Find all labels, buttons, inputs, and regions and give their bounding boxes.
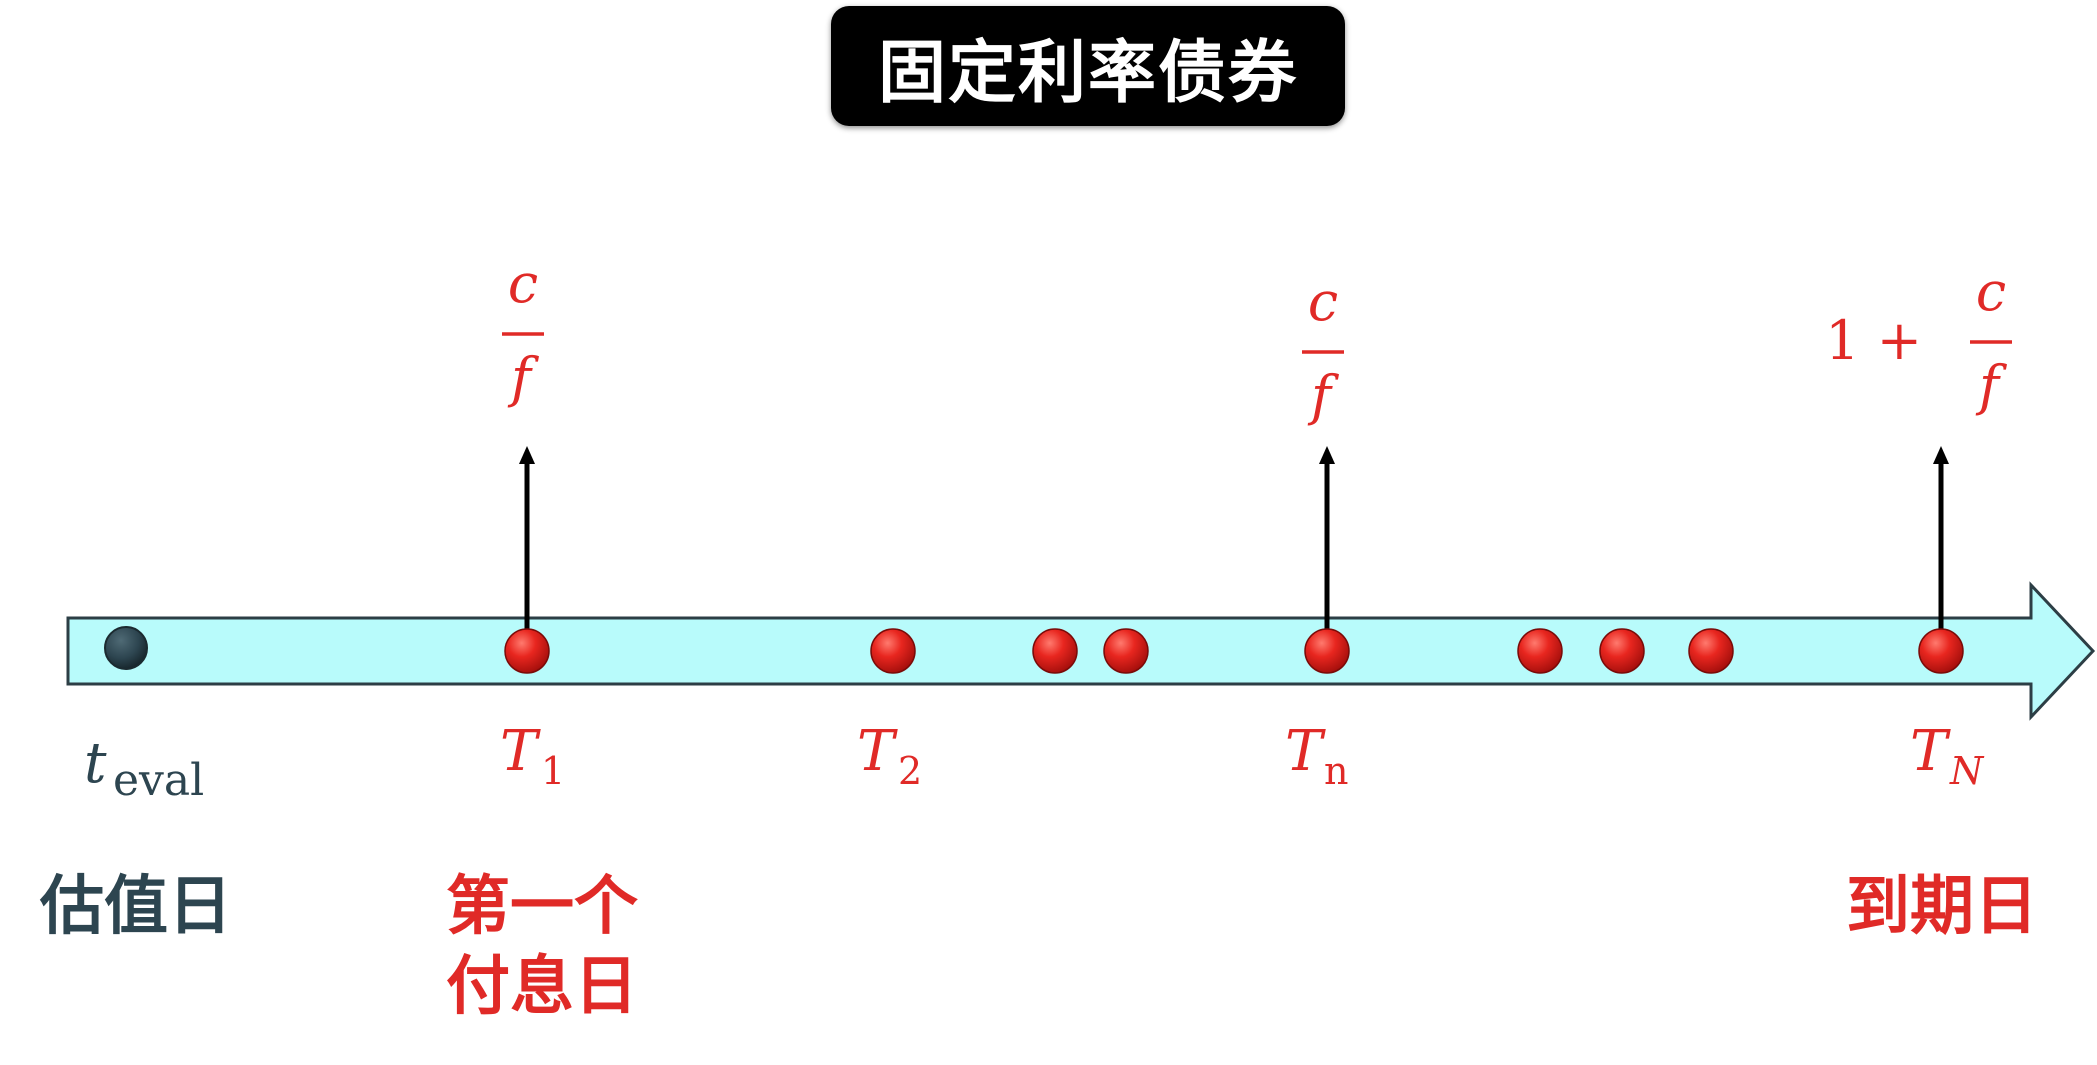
cashflow-arrow <box>519 446 535 650</box>
time-label-tn: T n <box>1285 719 1348 793</box>
principal-prefix: 1 + <box>1825 309 1922 372</box>
eval-time-label: t eval <box>84 731 204 806</box>
payment-point <box>1304 628 1350 674</box>
cashflow-coupon-n: c f <box>1302 270 1344 427</box>
payment-point <box>1688 628 1734 674</box>
payment-point <box>1517 628 1563 674</box>
time-symbol: T <box>1285 719 1326 784</box>
maturity-label: 到期日 <box>1846 870 2038 944</box>
time-label-t2: T 2 <box>857 719 922 793</box>
payment-point <box>1032 628 1078 674</box>
first-payment-line2: 付息日 <box>446 950 638 1024</box>
time-symbol: T <box>857 719 898 784</box>
eval-subscript: eval <box>113 755 204 806</box>
eval-date-point <box>104 626 148 670</box>
time-subscript: N <box>1949 749 1985 793</box>
time-symbol: T <box>500 719 541 784</box>
page-title: 固定利率债券 <box>877 33 1298 113</box>
coupon-denominator: f <box>507 346 539 409</box>
time-symbol: T <box>1910 719 1951 784</box>
time-label-t1: T 1 <box>500 719 565 793</box>
coupon-numerator: c <box>1976 260 2006 323</box>
first-payment-label: 第一个 付息日 <box>446 867 638 1027</box>
coupon-denominator: f <box>1975 354 2007 417</box>
time-label-tN: T N <box>1910 719 1985 793</box>
cashflow-coupon-1: c f <box>502 252 544 409</box>
time-arrow <box>66 581 2096 721</box>
payment-point <box>870 628 916 674</box>
coupon-denominator: f <box>1307 364 1339 427</box>
time-subscript: n <box>1324 749 1348 793</box>
payment-point <box>1599 628 1645 674</box>
time-subscript: 1 <box>541 749 565 793</box>
cashflow-final: 1 + c f <box>1825 260 2012 417</box>
first-payment-line1: 第一个 <box>446 870 638 944</box>
cashflow-arrow <box>1933 446 1949 650</box>
payment-point <box>1918 628 1964 674</box>
eval-symbol: t <box>84 731 107 796</box>
payment-point <box>504 628 550 674</box>
time-subscript: 2 <box>898 749 922 793</box>
title-box: 固定利率债券 <box>831 6 1345 126</box>
eval-date-label: 估值日 <box>40 870 232 944</box>
coupon-numerator: c <box>508 252 538 315</box>
coupon-numerator: c <box>1308 270 1338 333</box>
payment-point <box>1103 628 1149 674</box>
cashflow-arrow <box>1319 446 1335 650</box>
